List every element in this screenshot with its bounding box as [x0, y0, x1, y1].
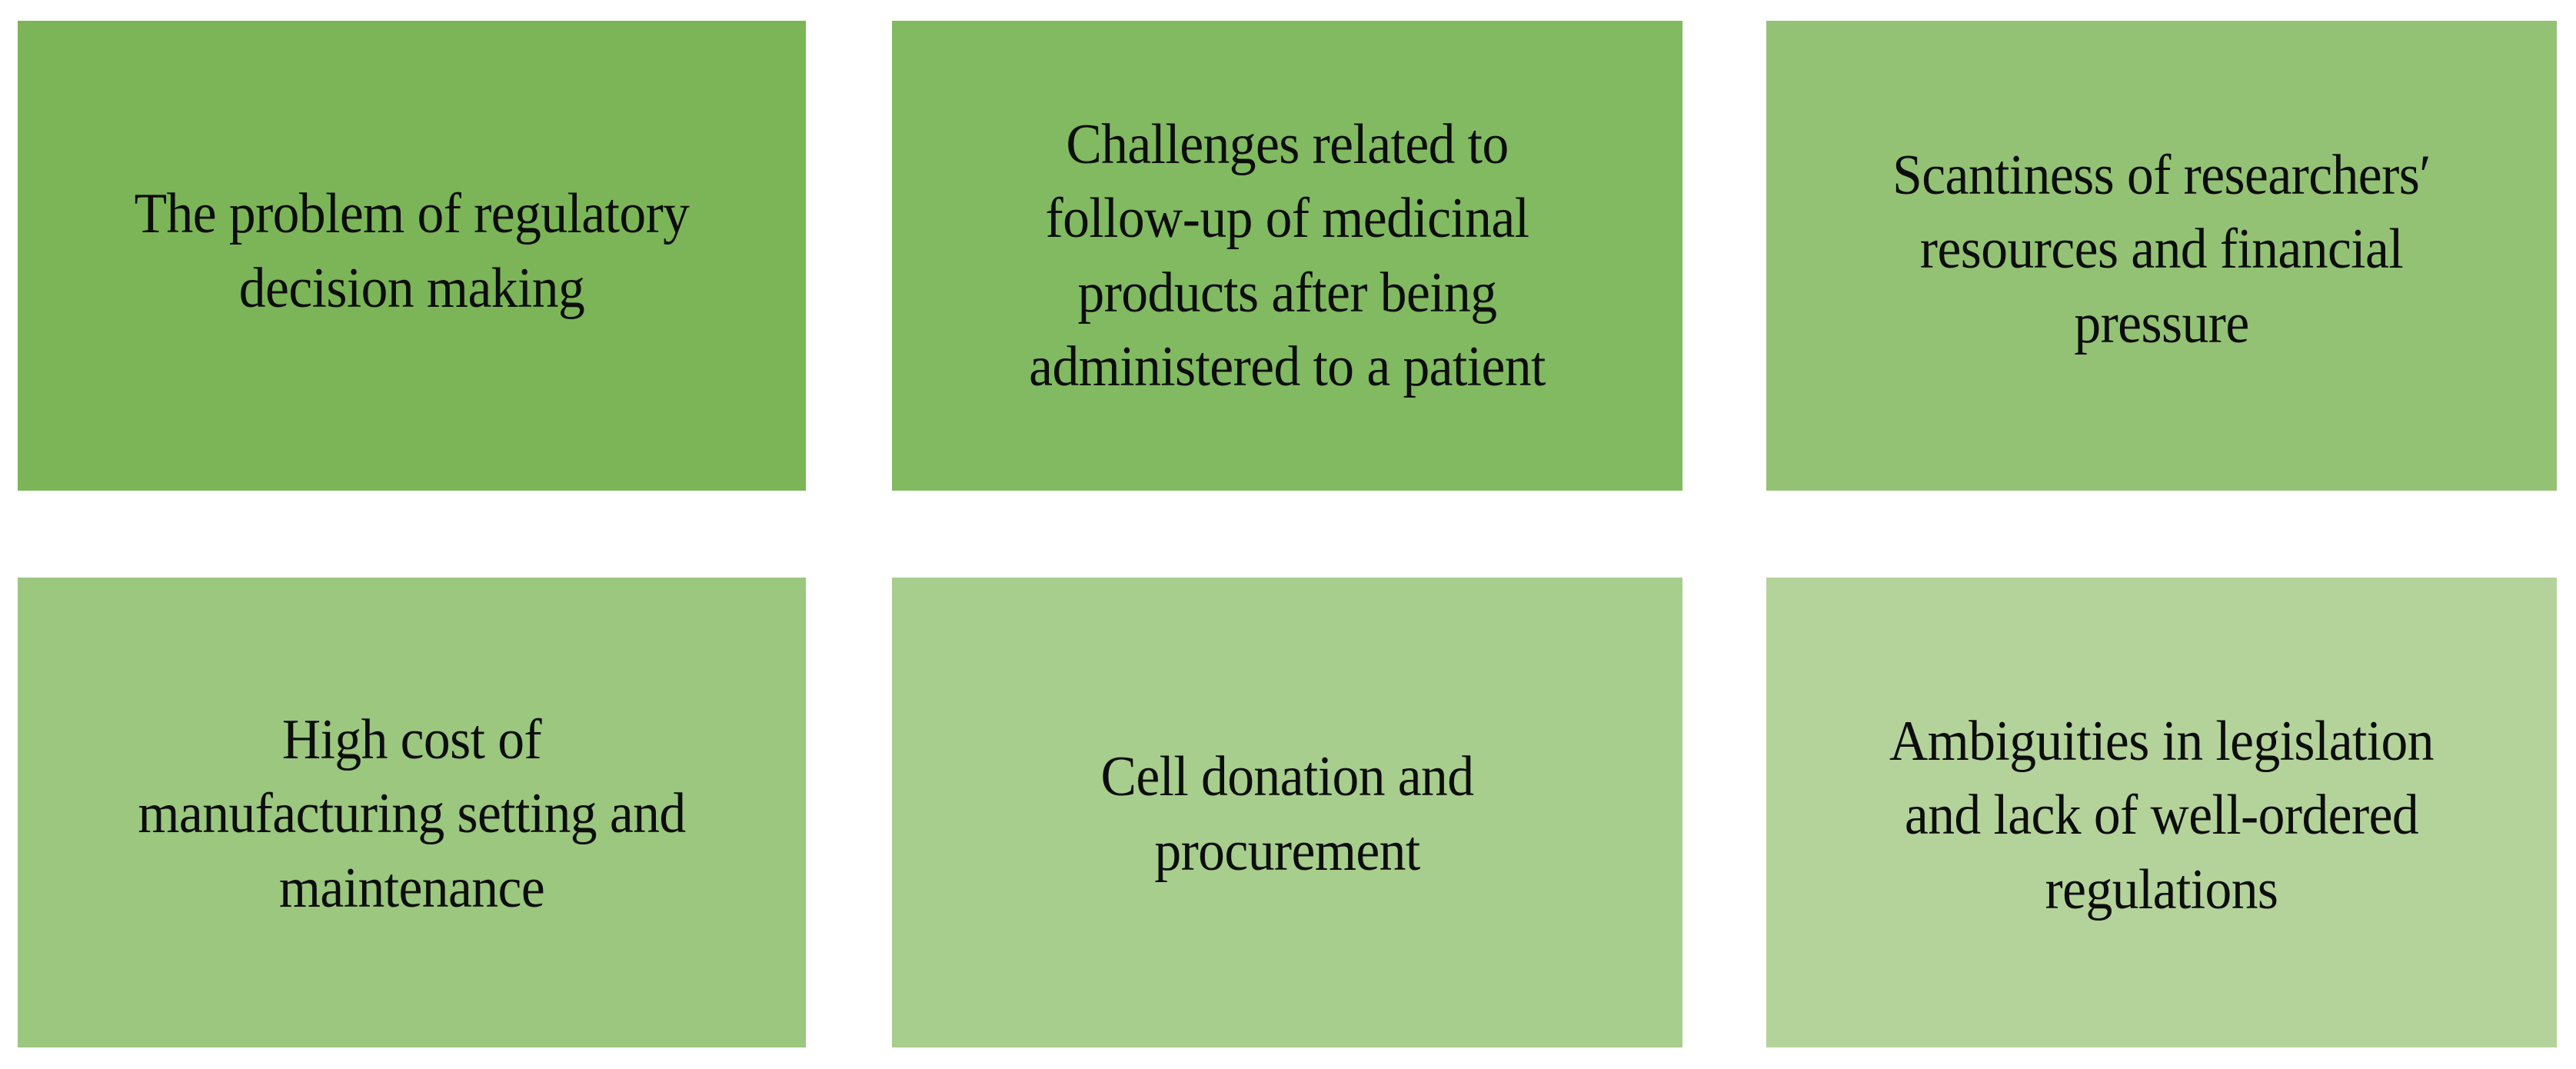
challenge-card-3: Scantiness of researchers′ resources and… — [1766, 21, 2557, 491]
challenge-card-4: High cost of manufacturing setting and m… — [18, 578, 806, 1047]
challenge-card-1: The problem of regulatory decision makin… — [18, 21, 806, 491]
challenge-card-2: Challenges related to follow-up of medic… — [892, 21, 1682, 491]
challenge-card-4-label: High cost of manufacturing setting and m… — [138, 708, 686, 920]
challenge-card-5-label: Cell donation and procurement — [1100, 745, 1475, 883]
challenge-card-5: Cell donation and procurement — [892, 578, 1682, 1047]
challenge-card-3-label: Scantiness of researchers′ resources and… — [1892, 144, 2431, 355]
challenge-card-6-label: Ambiguities in legislation and lack of w… — [1889, 710, 2435, 921]
challenge-card-2-label: Challenges related to follow-up of medic… — [1029, 113, 1546, 398]
challenge-card-1-label: The problem of regulatory decision makin… — [134, 182, 690, 320]
challenge-card-6: Ambiguities in legislation and lack of w… — [1766, 578, 2557, 1047]
